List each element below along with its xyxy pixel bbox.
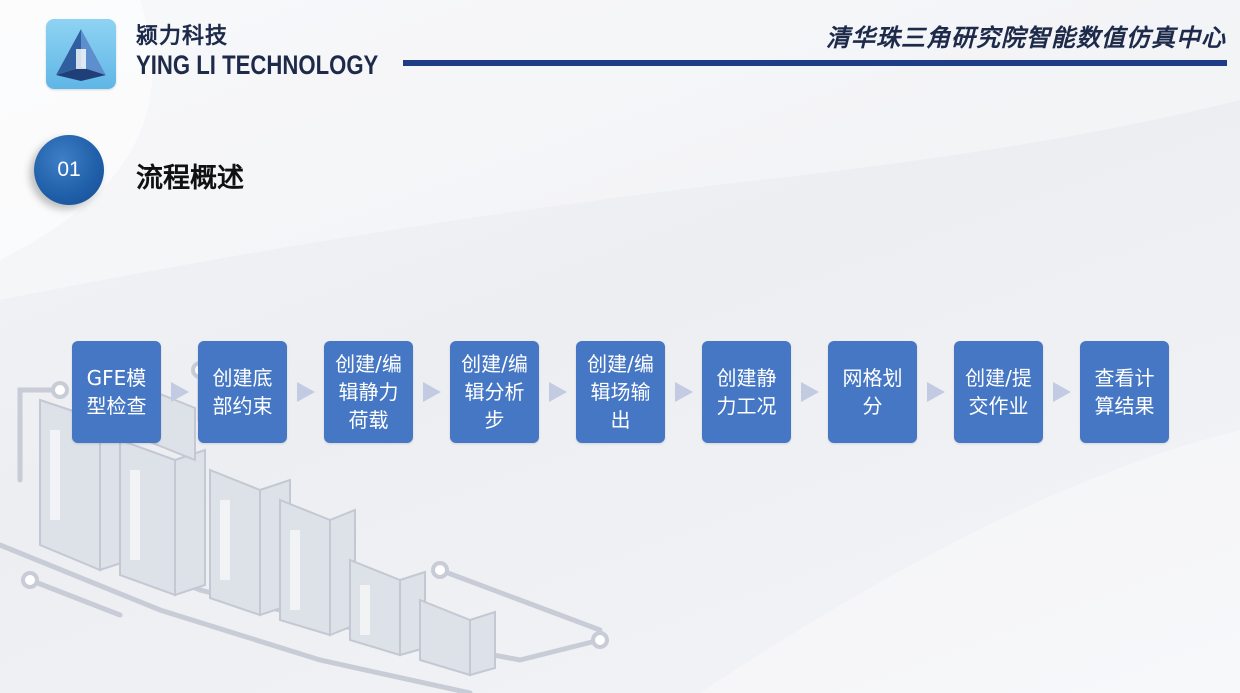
flow-step-label: 创建/编辑场输出 <box>587 352 654 432</box>
flow-step-field-output: 创建/编辑场输出 <box>576 341 665 443</box>
section-title: 流程概述 <box>136 163 244 194</box>
flow-step-label: 创建静力工况 <box>716 366 777 418</box>
flow-arrow <box>161 341 198 443</box>
flow-arrow <box>1043 341 1080 443</box>
flow-step-label: 创建底部约束 <box>212 366 273 418</box>
chevron-right-icon <box>422 382 441 402</box>
flow-step-label: 查看计算结果 <box>1094 366 1155 418</box>
city-circuit-illustration <box>0 361 609 693</box>
flow-arrow <box>287 341 324 443</box>
flow-step-label: 创建/编辑静力荷载 <box>335 352 402 432</box>
flow-step-submit-job: 创建/提交作业 <box>954 341 1043 443</box>
flow-step-view-results: 查看计算结果 <box>1080 341 1169 443</box>
flow-step-label: 创建/编辑分析步 <box>461 352 528 432</box>
flow-step-label: 创建/提交作业 <box>965 366 1032 418</box>
chevron-right-icon <box>926 382 945 402</box>
flow-arrow <box>539 341 576 443</box>
flow-step-bottom-constraint: 创建底部约束 <box>198 341 287 443</box>
flow-step-static-case: 创建静力工况 <box>702 341 791 443</box>
header-divider <box>403 60 1227 66</box>
flow-step-gfe-check: GFE模型检查 <box>72 341 161 443</box>
company-logo <box>46 19 116 89</box>
flow-arrow <box>917 341 954 443</box>
flow-arrow <box>665 341 702 443</box>
flow-arrow <box>413 341 450 443</box>
chevron-right-icon <box>674 382 693 402</box>
flow-step-static-load: 创建/编辑静力荷载 <box>324 341 413 443</box>
institute-name: 清华珠三角研究院智能数值仿真中心 <box>826 24 1226 52</box>
chevron-right-icon <box>548 382 567 402</box>
brand-name-en: YING LI TECHNOLOGY <box>136 50 379 80</box>
flow-step-analysis-step: 创建/编辑分析步 <box>450 341 539 443</box>
chevron-right-icon <box>170 382 189 402</box>
chevron-right-icon <box>800 382 819 402</box>
chevron-right-icon <box>1052 382 1071 402</box>
flow-step-label: GFE模型检查 <box>86 366 147 418</box>
chevron-right-icon <box>296 382 315 402</box>
triangle-logo-icon <box>56 29 106 81</box>
process-flow: GFE模型检查 创建底部约束 创建/编辑静力荷载 创建/编辑分析步 创建/编辑场… <box>72 341 1169 443</box>
flow-arrow <box>791 341 828 443</box>
brand-name-cn: 颍力科技 <box>136 24 229 49</box>
section-number-badge: 01 <box>34 135 104 205</box>
flow-step-label: 网格划分 <box>842 366 903 418</box>
flow-step-meshing: 网格划分 <box>828 341 917 443</box>
